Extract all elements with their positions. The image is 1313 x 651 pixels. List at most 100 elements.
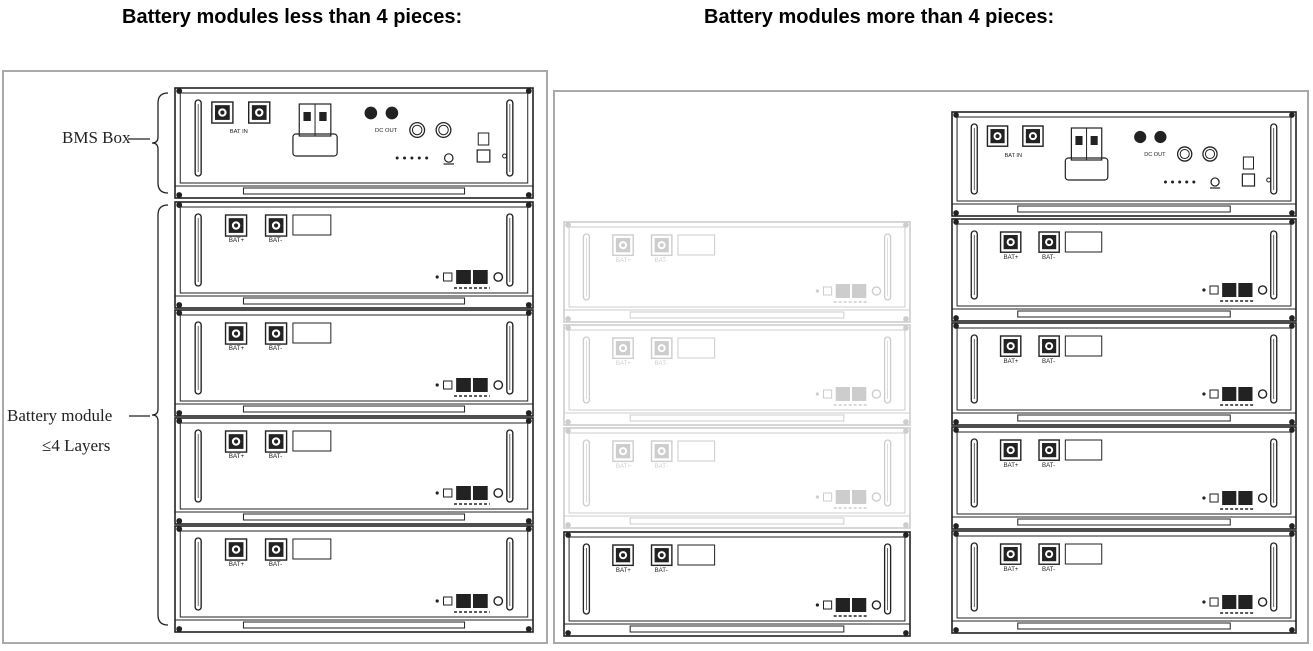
bat-minus-label: BAT-: [655, 463, 668, 470]
bolt-icon: [953, 219, 959, 225]
dc-out-terminal-icon: [1154, 130, 1167, 144]
bolt-icon: [1289, 323, 1295, 329]
bolt-icon: [176, 526, 183, 532]
bat-minus-label: BAT-: [1042, 255, 1055, 261]
bolt-icon: [565, 532, 571, 538]
bolt-icon: [565, 630, 571, 636]
bolt-icon: [953, 523, 959, 529]
bolt-icon: [1289, 419, 1295, 425]
bat-plus-label: BAT+: [1004, 359, 1019, 365]
bms-box-label: BMS Box: [62, 128, 131, 147]
bat-plus-connector-icon: [612, 337, 634, 360]
bat-minus-label: BAT-: [269, 345, 283, 352]
left-title: Battery modules less than 4 pieces:: [122, 6, 463, 28]
bat-minus-label: BAT-: [1042, 567, 1055, 573]
bat-in-connector-icon: [986, 125, 1009, 147]
faded-battery-module: BAT+BAT-: [563, 221, 911, 323]
bat-plus-label: BAT+: [229, 561, 245, 568]
bolt-icon: [176, 88, 183, 94]
dc-out-terminal-icon: [1134, 130, 1147, 144]
bat-plus-connector-icon: [999, 335, 1022, 357]
bat-minus-connector-icon: [1038, 231, 1060, 253]
bolt-icon: [525, 192, 532, 198]
bat-minus-connector-icon: [650, 234, 673, 257]
bat-plus-connector-icon: [224, 214, 248, 237]
bolt-icon: [176, 418, 183, 424]
bolt-icon: [565, 325, 571, 331]
bolt-icon: [953, 531, 959, 537]
bolt-icon: [525, 526, 532, 532]
bolt-icon: [953, 210, 959, 216]
right-title: Battery modules more than 4 pieces:: [704, 6, 1055, 28]
left-bms-box: BAT IN DC OUT: [174, 87, 534, 199]
bolt-icon: [1289, 219, 1295, 225]
bat-plus-label: BAT+: [616, 567, 631, 574]
bat-minus-label: BAT-: [269, 561, 283, 568]
bolt-icon: [176, 310, 183, 316]
bolt-icon: [903, 522, 909, 528]
bolt-icon: [903, 316, 909, 322]
bolt-icon: [176, 626, 183, 632]
bat-minus-label: BAT-: [269, 453, 283, 460]
bat-minus-connector-icon: [264, 322, 288, 345]
bolt-icon: [1289, 210, 1295, 216]
faded-battery-module: BAT+ BAT-: [563, 324, 911, 426]
bat-in-label: BAT IN: [230, 129, 248, 135]
bolt-icon: [525, 88, 532, 94]
bat-minus-connector-icon: [650, 337, 673, 360]
bolt-icon: [525, 518, 532, 524]
side-battery-module: BAT+ BAT-: [563, 531, 911, 637]
bolt-icon: [903, 222, 909, 228]
bat-minus-connector-icon: [1038, 543, 1060, 565]
bolt-icon: [565, 316, 571, 322]
bat-in-connector-icon: [1022, 125, 1044, 147]
bat-minus-label: BAT-: [655, 567, 668, 574]
bat-plus-connector-icon: [612, 440, 634, 463]
bat-plus-label: BAT+: [229, 453, 245, 460]
bolt-icon: [176, 192, 183, 198]
bat-plus-label: BAT+: [1004, 567, 1019, 573]
left-battery-module: BAT+ BAT-: [174, 309, 534, 417]
left-battery-module: BAT+ BAT-: [174, 201, 534, 309]
bat-plus-label: BAT+: [1004, 463, 1019, 469]
bat-plus-label: BAT+: [616, 463, 631, 470]
bat-minus-connector-icon: [264, 538, 288, 561]
bat-minus-label: BAT-: [269, 237, 283, 244]
battery-module-label: Battery module: [7, 406, 113, 425]
dc-out-label: DC OUT: [375, 128, 398, 134]
bat-plus-connector-icon: [999, 231, 1022, 253]
bat-in-connector-icon: [248, 101, 271, 124]
dc-out-label: DC OUT: [1144, 152, 1166, 158]
bat-minus-label: BAT-: [655, 360, 668, 367]
bat-plus-label: BAT+: [616, 360, 631, 367]
faded-battery-module: BAT+ BAT-: [563, 427, 911, 529]
bolt-icon: [565, 222, 571, 228]
bolt-icon: [565, 419, 571, 425]
bat-plus-connector-icon: [224, 322, 248, 345]
bolt-icon: [903, 325, 909, 331]
bat-minus-label: BAT-: [1042, 359, 1055, 365]
bat-plus-label: BAT+: [1004, 255, 1019, 261]
bat-minus-label: BAT-: [1042, 463, 1055, 469]
layers-label: ≤4 Layers: [42, 436, 111, 455]
bat-plus-label: BAT+: [229, 345, 245, 352]
bolt-icon: [1289, 523, 1295, 529]
bat-minus-connector-icon: [1038, 439, 1060, 461]
bolt-icon: [903, 428, 909, 434]
bolt-icon: [1289, 315, 1295, 321]
bat-minus-connector-icon: [264, 430, 288, 453]
bolt-icon: [525, 626, 532, 632]
bat-minus-label: BAT-: [655, 257, 668, 264]
bat-plus-connector-icon: [999, 543, 1022, 565]
bat-plus-label: BAT+: [229, 237, 245, 244]
battery-module-brace: [151, 204, 169, 626]
bolt-icon: [525, 302, 532, 308]
bolt-icon: [953, 427, 959, 433]
bolt-icon: [176, 302, 183, 308]
bolt-icon: [1289, 427, 1295, 433]
bolt-icon: [953, 419, 959, 425]
bolt-icon: [953, 627, 959, 633]
round-port-icon: [409, 121, 426, 139]
